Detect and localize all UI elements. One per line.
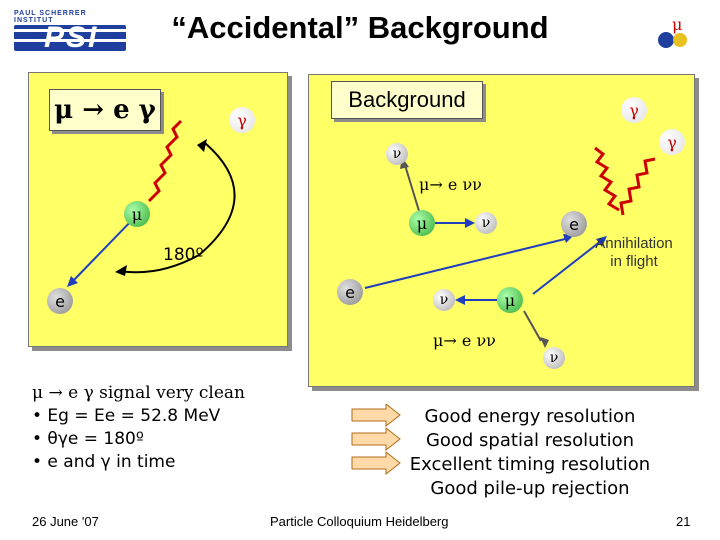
bullet-header: μ → e γ signal very clean [32, 383, 245, 403]
annihilation-line-2: in flight [610, 253, 658, 270]
electron-symbol: e [55, 291, 65, 311]
mu2-symbol: μ [504, 290, 516, 310]
signal-label-box: μ → e γ [49, 89, 161, 131]
muon-symbol: μ [131, 204, 143, 224]
muon-particle-2: μ [497, 287, 523, 313]
nu1-symbol: ν [481, 215, 491, 231]
track-mu2-nu3 [523, 310, 542, 342]
bullet-list: μ → e γ signal very clean • Eg = Ee = 52… [32, 382, 292, 474]
logo-main-text: PSI [44, 21, 99, 54]
meg-logo-icon: μ [658, 15, 687, 48]
track-e-long [364, 238, 566, 289]
mu1-symbol: μ [416, 213, 428, 233]
footer-page: 21 [676, 514, 691, 529]
electron-arrowhead [67, 276, 78, 287]
signal-panel: μ → e γ γ μ e 180º [28, 72, 288, 347]
annihilation-line-1: Annihilation [595, 235, 673, 252]
gamma-wave-1 [594, 146, 620, 212]
track-mu2-nu2-arrow [455, 295, 465, 305]
muon-particle-1: μ [409, 210, 435, 236]
angle-arrowhead-1 [115, 265, 127, 276]
background-label-box: Background [331, 81, 483, 119]
requirements-list: Good energy resolution Good spatial reso… [400, 405, 660, 501]
track-mu-nu-arrow [465, 218, 475, 228]
bullet-item-1: • Eg = Ee = 52.8 MeV [32, 406, 221, 426]
electron-particle: e [47, 288, 73, 314]
footer-date: 26 June '07 [32, 514, 99, 529]
bullet-item-3: • e and γ in time [32, 452, 176, 472]
neutrino-1: ν [475, 212, 497, 234]
meg-logo: μ [654, 14, 694, 50]
muon-particle: μ [124, 201, 150, 227]
e2-symbol: e [345, 282, 355, 302]
signal-label: μ → e γ [54, 95, 156, 125]
gamma-particle: γ [229, 107, 255, 133]
electron-particle-1: e [561, 211, 587, 237]
slide-title: “Accidental” Background [171, 10, 549, 45]
electron-particle-2: e [337, 279, 363, 305]
track-annihilation-arrow [596, 236, 607, 247]
track-mu-nu-top [404, 164, 420, 212]
gamma-symbol: γ [237, 110, 247, 130]
neutrino-3: ν [543, 347, 565, 369]
bullet-item-2: • θγe = 180º [32, 429, 144, 449]
signal-diagram [67, 119, 236, 287]
decay-label-2: μ→ e νν [433, 331, 496, 350]
angle-label: 180º [163, 245, 204, 265]
requirement-arrows [351, 404, 401, 476]
gamma-wave-2 [619, 157, 656, 216]
decay-label-1: μ→ e νν [419, 175, 482, 194]
nu2-symbol: ν [439, 292, 449, 308]
footer-event: Particle Colloquium Heidelberg [270, 514, 449, 529]
angle-arc [118, 142, 236, 274]
gamma1-symbol: γ [629, 100, 639, 120]
neutrino-top: ν [386, 143, 408, 165]
requirement-1: Good energy resolution [424, 406, 636, 427]
track-annihilation [532, 240, 602, 295]
nu-top-symbol: ν [392, 146, 402, 162]
background-diagram [364, 146, 656, 348]
requirement-2: Good spatial resolution [425, 430, 635, 451]
psi-logo: PAUL SCHERRER INSTITUT PSI [14, 10, 126, 54]
neutrino-2: ν [433, 289, 455, 311]
requirement-3: Excellent timing resolution [409, 454, 651, 475]
arrow-icon-3 [351, 450, 401, 476]
gamma-particle-1: γ [621, 97, 647, 123]
logo-top-text: PAUL SCHERRER INSTITUT [14, 10, 87, 24]
e1-symbol: e [569, 214, 579, 234]
angle-arrowhead-2 [197, 139, 207, 152]
track-mu2-nu3-arrow [540, 337, 549, 348]
gamma2-symbol: γ [667, 132, 677, 152]
nu3-symbol: ν [549, 350, 559, 366]
background-label: Background [348, 87, 466, 112]
electron-track [71, 215, 137, 283]
signal-bullets: μ → e γ signal very clean • Eg = Ee = 52… [32, 382, 292, 474]
annihilation-label: Annihilation in flight [579, 235, 689, 271]
gamma-wave [147, 119, 183, 203]
requirement-4: Good pile-up rejection [430, 478, 630, 499]
svg-text:μ: μ [672, 15, 682, 34]
arrow-icon-1 [351, 404, 401, 428]
gamma-particle-2: γ [659, 129, 685, 155]
arrow-icon-2 [351, 426, 401, 452]
background-panel: Background γ γ ν μ→ e νν μ ν e Annihilat… [308, 74, 695, 387]
